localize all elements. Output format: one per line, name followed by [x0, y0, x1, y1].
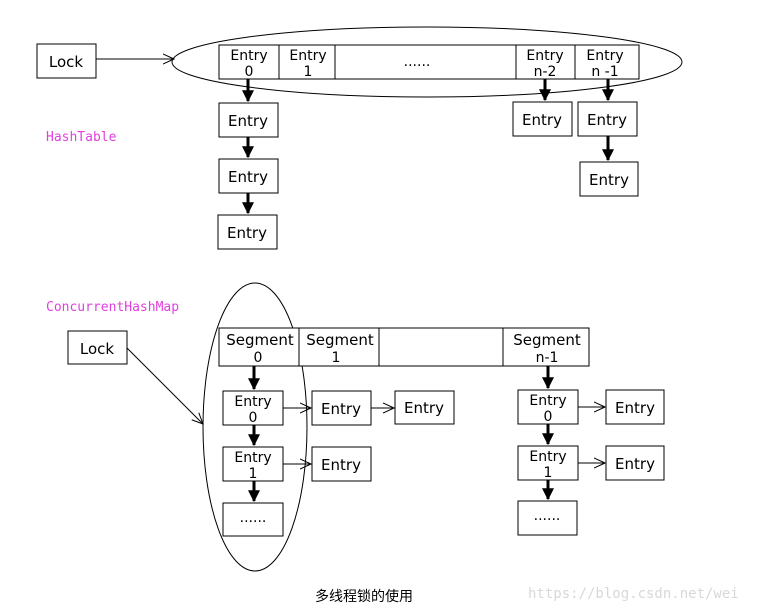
ht-chainn1-entry-2-label: Entry — [589, 171, 629, 189]
chm-sn1-e0-next-1-label: Entry — [615, 399, 655, 417]
hashtable-lock-box — [36, 43, 97, 79]
ht-cell-0-entry: Entry — [230, 48, 267, 64]
ht-chainn2-entry-1 — [512, 101, 573, 137]
chm-s0-e1-next-1-label: Entry — [321, 456, 361, 474]
chm-s0-e0-next-2 — [394, 390, 455, 425]
hashtable-section: Lock Entry 0 Entry 1 ...... Entry n-2 En… — [36, 26, 683, 250]
chm-section: ConcurrentHashMap Lock Segment 0 Segment… — [46, 282, 665, 572]
chm-s0-more-label: ...... — [240, 510, 267, 526]
chm-s0-entry-1 — [222, 446, 284, 482]
ht-chain0-entry-2-label: Entry — [228, 168, 268, 186]
chm-lock-box — [67, 330, 128, 365]
chm-sn1-e1-next-1 — [605, 445, 665, 481]
ht-chain0-entry-2 — [218, 158, 279, 194]
ht-chainn1-entry-2 — [579, 161, 639, 197]
chm-sn1-e1-next-1-label: Entry — [615, 455, 655, 473]
chm-s0-entry-0-index: 0 — [249, 410, 258, 426]
ht-chain0-entry-3-label: Entry — [227, 224, 267, 242]
chm-s0-more — [222, 502, 284, 537]
chm-sn1-entry-1-index: 1 — [544, 465, 553, 481]
chm-lock-arrow — [126, 347, 203, 424]
figure-caption: 多线程锁的使用 — [315, 588, 413, 605]
chm-s0-e1-next-1 — [311, 446, 372, 482]
ht-cell-1-entry: Entry — [289, 48, 326, 64]
watermark: https://blog.csdn.net/wei — [528, 586, 739, 602]
chm-sn1-entry-0 — [517, 389, 579, 425]
ht-chain0-entry-1-label: Entry — [228, 112, 268, 130]
hashtable-array — [218, 44, 640, 80]
chm-sn1-entry-0-label: Entry — [529, 393, 566, 409]
ht-cell-n1-index: n -1 — [591, 64, 618, 80]
chm-seg-1-index: 1 — [332, 350, 341, 366]
chm-title: ConcurrentHashMap — [46, 300, 179, 315]
chm-s0-e0-next-1 — [311, 390, 372, 426]
ht-cell-n2-entry: Entry — [526, 48, 563, 64]
ht-cell-n1-entry: Entry — [586, 48, 623, 64]
chm-lock-label: Lock — [80, 340, 115, 358]
chm-sn1-more — [517, 500, 578, 536]
hashtable-title: HashTable — [46, 130, 117, 145]
chm-seg-1-label: Segment — [306, 331, 374, 349]
ht-chainn1-entry-1 — [577, 101, 638, 137]
chm-sn1-entry-1-label: Entry — [529, 449, 566, 465]
chm-s0-entry-1-index: 1 — [249, 466, 258, 482]
chm-seg-n1-label: Segment — [513, 331, 581, 349]
chm-s0-entry-0 — [222, 390, 284, 426]
chm-sn1-more-label: ...... — [534, 508, 561, 524]
ht-cell-n2-index: n-2 — [534, 64, 557, 80]
hashtable-lock-ellipse — [171, 26, 683, 98]
ht-chainn2-entry-1-label: Entry — [522, 111, 562, 129]
chm-sn1-entry-1 — [517, 445, 579, 481]
chm-s0-e0-next-2-label: Entry — [404, 399, 444, 417]
chm-s0-entry-0-label: Entry — [234, 394, 271, 410]
chm-seg-0-label: Segment — [226, 331, 294, 349]
ht-cell-ellipsis: ...... — [404, 54, 431, 70]
chm-segment-lock-ellipse — [202, 282, 308, 572]
chm-s0-e0-next-1-label: Entry — [321, 400, 361, 418]
ht-cell-0-index: 0 — [245, 64, 254, 80]
ht-chainn1-entry-1-label: Entry — [587, 111, 627, 129]
ht-chain0-entry-3 — [217, 214, 278, 250]
hashtable-lock-label: Lock — [49, 53, 84, 71]
ht-cell-1-index: 1 — [304, 64, 313, 80]
chm-seg-n1-index: n-1 — [536, 350, 559, 366]
chm-segments-array — [218, 327, 590, 367]
chm-seg-0-index: 0 — [254, 350, 263, 366]
chm-sn1-entry-0-index: 0 — [544, 409, 553, 425]
chm-s0-entry-1-label: Entry — [234, 450, 271, 466]
chm-sn1-e0-next-1 — [605, 389, 665, 425]
